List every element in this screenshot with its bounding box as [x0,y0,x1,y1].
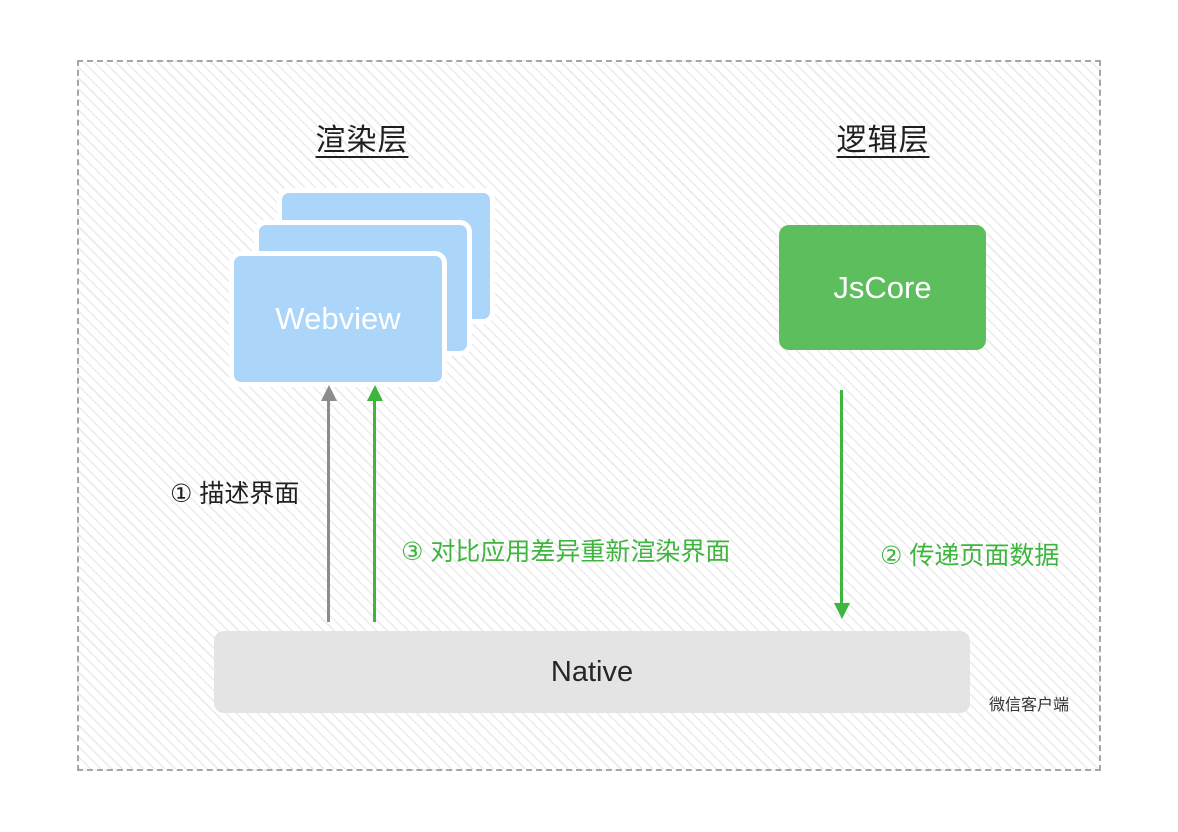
arrow-up-describe-line [327,401,330,622]
webview-label: Webview [275,301,401,336]
render-layer-title: 渲染层 [315,124,409,157]
jscore-box: JsCore [779,225,986,350]
annotation-step1-describe-ui: ① 描述界面 [170,480,300,508]
native-bar: Native [214,631,970,713]
arrow-up-describe-icon [321,385,337,401]
arrow-down-passdata-icon [834,603,850,619]
annotation-step3-diff-rerender: ③ 对比应用差异重新渲染界面 [401,538,731,566]
jscore-label: JsCore [833,269,932,305]
webview-box-front: Webview [229,251,447,387]
wechat-client-label: 微信客户端 [989,697,1070,714]
wechat-client-frame: 渲染层 逻辑层 Webview JsCore Native ① 描述界面 ③ 对… [77,60,1101,771]
annotation-step2-pass-page-data: ② 传递页面数据 [880,542,1060,570]
arrow-down-passdata-line [840,390,843,603]
native-label: Native [550,655,634,688]
arrow-up-rerender-line [373,401,376,622]
logic-layer-title: 逻辑层 [836,124,930,157]
arrow-up-rerender-icon [367,385,383,401]
